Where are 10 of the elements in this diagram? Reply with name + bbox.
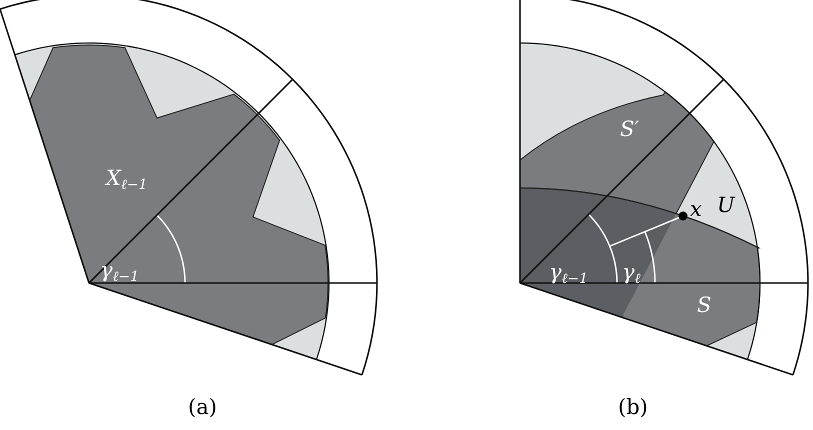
- math-label: γ$_{ℓ}$: [622, 262, 640, 286]
- math-label: X$_{ℓ−1}$: [106, 168, 148, 192]
- math-label: γ$_{ℓ−1}$: [549, 262, 588, 286]
- panel-caption: (a): [188, 397, 217, 418]
- math-label: x: [690, 199, 702, 220]
- math-label: S: [697, 295, 712, 316]
- math-label: γ$_{ℓ−1}$: [100, 260, 140, 284]
- math-label: U: [717, 195, 735, 216]
- panel-caption: (b): [618, 397, 648, 418]
- math-label: S′: [620, 119, 640, 140]
